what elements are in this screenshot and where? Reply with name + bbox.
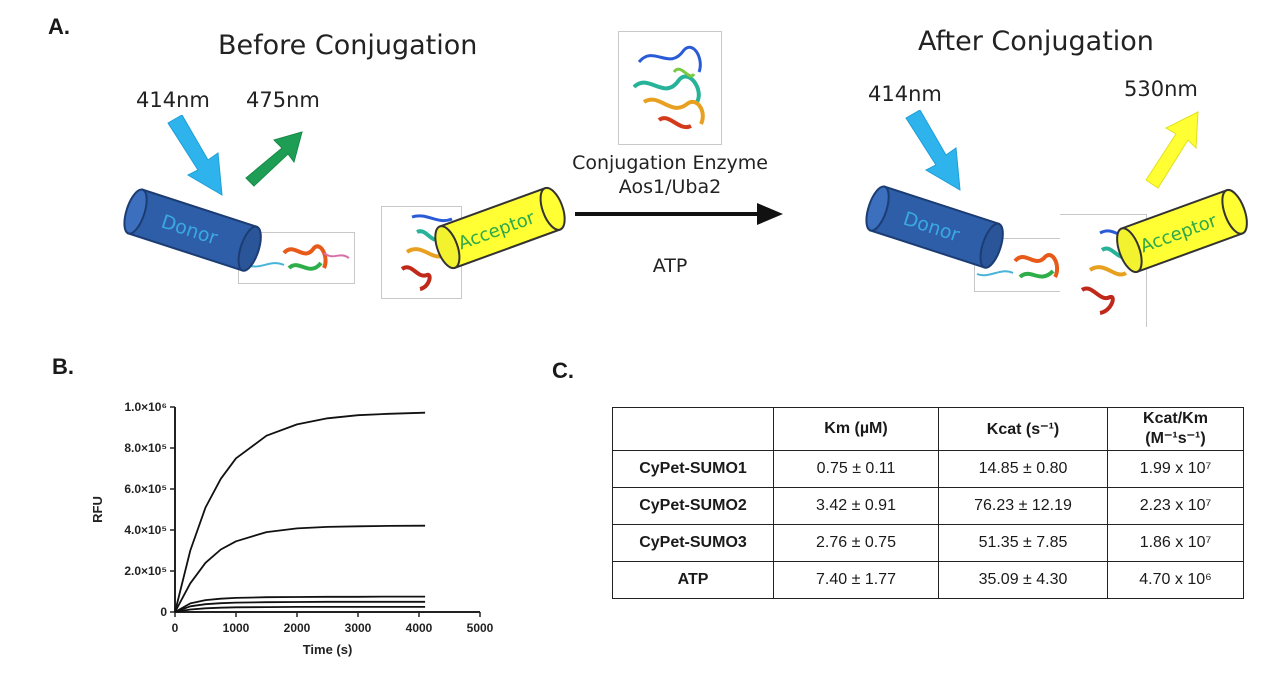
after-emission-label: 530nm	[1124, 77, 1198, 101]
y-tick-label: 4.0×10⁵	[124, 523, 167, 537]
after-excitation-label: 414nm	[868, 82, 942, 106]
x-tick-label: 1000	[223, 621, 250, 635]
table-row-header: ATP	[612, 561, 774, 599]
acceptor-cylinder-after: Acceptor	[1116, 188, 1248, 274]
blue-arrow-shape	[167, 115, 223, 196]
table-row: ATP 7.40 ± 1.77 35.09 ± 4.30 4.70 x 10⁶	[612, 561, 1244, 599]
table-cell: 4.70 x 10⁶	[1107, 561, 1244, 599]
before-emission-arrow	[245, 131, 303, 187]
after-emission-arrow	[1145, 111, 1199, 189]
x-tick-label: 3000	[345, 621, 372, 635]
after-title: After Conjugation	[918, 26, 1154, 57]
yellow-arrow-shape	[1145, 111, 1199, 189]
table-row: CyPet-SUMO1 0.75 ± 0.11 14.85 ± 0.80 1.9…	[612, 450, 1244, 488]
table-cell: 14.85 ± 0.80	[938, 450, 1108, 488]
enzyme-name: Conjugation Enzyme	[572, 152, 768, 174]
enzyme-structure-image	[618, 31, 722, 145]
y-tick-label: 1.0×10⁶	[124, 400, 167, 414]
y-tick-label: 6.0×10⁵	[124, 482, 167, 496]
panel-label-c: C.	[552, 358, 574, 383]
table-cell: 2.76 ± 0.75	[773, 524, 939, 562]
reaction-arrow	[575, 203, 783, 225]
acceptor-cylinder-before: Acceptor	[434, 186, 566, 270]
x-tick-label: 4000	[406, 621, 433, 635]
table-row: CyPet-SUMO2 3.42 ± 0.91 76.23 ± 12.19 2.…	[612, 487, 1244, 525]
table-cell: 1.86 x 10⁷	[1107, 524, 1244, 562]
y-axis-label: RFU	[90, 496, 105, 523]
chart-axes: 0 1000 2000 3000 4000 5000 0 2.0×10⁵ 4.0×10⁵ 6.0×…	[124, 400, 493, 635]
table-cell: 0.75 ± 0.11	[773, 450, 939, 488]
ubc9-structure-image-before	[381, 206, 462, 299]
table-row-header: CyPet-SUMO3	[612, 524, 774, 562]
panel-label-a: A.	[48, 14, 70, 39]
y-tick-label: 2.0×10⁵	[124, 564, 167, 578]
table-header-row: Km (µM) Kcat (s⁻¹) Kcat/Km (M⁻¹s⁻¹)	[612, 407, 1244, 451]
table-row-header: CyPet-SUMO2	[612, 487, 774, 525]
donor-cylinder-after: Donor	[865, 185, 1004, 269]
before-emission-label: 475nm	[246, 88, 320, 112]
enzyme-subunits: Aos1/Uba2	[618, 176, 722, 198]
series-line	[174, 600, 426, 613]
series-line	[174, 524, 426, 613]
table-cell: 3.42 ± 0.91	[773, 487, 939, 525]
donor-cylinder-before: Donor	[123, 188, 262, 272]
before-excitation-arrow	[167, 115, 223, 196]
y-tick-label: 0	[160, 605, 167, 619]
x-tick-label: 5000	[467, 621, 494, 635]
series-line	[174, 606, 426, 613]
table-header-cell	[612, 407, 774, 451]
table-cell: 35.09 ± 4.30	[938, 561, 1108, 599]
panel-label-b: B.	[52, 354, 74, 379]
table-cell: 7.40 ± 1.77	[773, 561, 939, 599]
before-excitation-label: 414nm	[136, 88, 210, 112]
table-cell: 2.23 x 10⁷	[1107, 487, 1244, 525]
reaction-enzyme-label: Conjugation Enzyme Aos1/Uba2	[560, 152, 780, 198]
x-tick-label: 2000	[284, 621, 311, 635]
table-cell: 51.35 ± 7.85	[938, 524, 1108, 562]
green-arrow-shape	[245, 131, 303, 187]
after-excitation-arrow	[905, 110, 961, 191]
blue-arrow-shape	[905, 110, 961, 191]
chart-series-group	[174, 411, 426, 613]
x-tick-label: 0	[172, 621, 179, 635]
table-cell: 1.99 x 10⁷	[1107, 450, 1244, 488]
table-header-cell: Kcat (s⁻¹)	[938, 407, 1108, 451]
series-line	[174, 595, 426, 613]
table-cell: 76.23 ± 12.19	[938, 487, 1108, 525]
table-header-cell: Km (µM)	[773, 407, 939, 451]
series-line	[174, 411, 426, 613]
before-title: Before Conjugation	[218, 30, 478, 61]
table-header-cell: Kcat/Km (M⁻¹s⁻¹)	[1107, 407, 1244, 451]
table-row-header: CyPet-SUMO1	[612, 450, 774, 488]
kinetics-table: Km (µM) Kcat (s⁻¹) Kcat/Km (M⁻¹s⁻¹) CyPe…	[612, 407, 1244, 599]
table-row: CyPet-SUMO3 2.76 ± 0.75 51.35 ± 7.85 1.8…	[612, 524, 1244, 562]
y-tick-label: 8.0×10⁵	[124, 441, 167, 455]
rfu-time-chart: 0 1000 2000 3000 4000 5000 0 2.0×10⁵ 4.0×10⁵ 6.0×…	[90, 400, 494, 657]
x-axis-label: Time (s)	[303, 642, 353, 657]
reaction-cofactor-label: ATP	[652, 255, 688, 277]
